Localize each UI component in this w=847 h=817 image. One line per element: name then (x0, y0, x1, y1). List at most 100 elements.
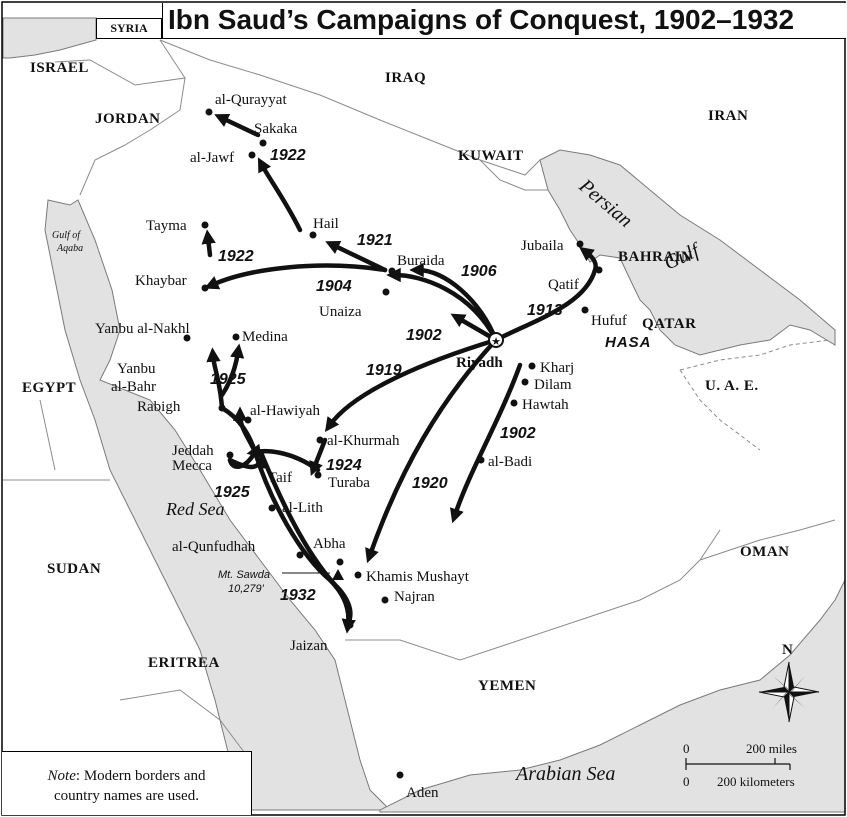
year-1925-north: 1925 (210, 371, 247, 388)
border-eritrea (119, 689, 251, 761)
border-iraq (159, 39, 541, 176)
label-qurayyat: al-Qurayyat (215, 92, 287, 108)
border-jordan (54, 59, 186, 196)
year-1913: 1913 (527, 302, 563, 319)
city-dot-lith (268, 504, 276, 512)
border-oman (699, 519, 836, 561)
compass-rose-icon (758, 661, 820, 723)
border-kuwait (479, 159, 548, 191)
note-line1: : Modern borders and (75, 768, 206, 784)
label-hufuf: Hufuf (591, 313, 627, 329)
city-dot-jubaila (576, 240, 584, 248)
city-dot-mecca (251, 448, 259, 456)
title-box (162, 3, 846, 39)
country-iran: IRAN (708, 108, 748, 124)
capital-star-icon: ★ (491, 335, 501, 348)
note-line2: country names are used. (54, 788, 199, 804)
city-dot-khamis (354, 571, 362, 579)
year-1902-south: 1902 (500, 425, 536, 442)
label-jubaila: Jubaila (521, 238, 564, 254)
country-oman: OMAN (740, 544, 790, 560)
label-sakaka: Sakaka (254, 121, 298, 137)
border-southeast-dashed (679, 369, 761, 451)
city-dot-khurmah (316, 436, 324, 444)
label-unaiza: Unaiza (319, 304, 362, 320)
scale-zero-top: 0 (683, 741, 690, 756)
city-dot-taif (260, 461, 268, 469)
label-khamis: Khamis Mushayt (366, 569, 470, 585)
scale-zero-bottom: 0 (683, 774, 690, 789)
city-dot-riyadh (488, 332, 504, 348)
sea-aqaba-1: Gulf of (52, 230, 81, 241)
label-mt-sawda: Mt. Sawda (218, 569, 270, 581)
year-1932: 1932 (280, 587, 316, 604)
country-israel: ISRAEL (30, 60, 89, 76)
label-dilam: Dilam (534, 377, 572, 393)
city-dot-khaybar (201, 284, 209, 292)
label-mt-sawda-elevation: 10,279' (228, 583, 265, 595)
label-lith: al-Lith (282, 500, 323, 516)
label-taif: Taif (268, 470, 292, 486)
country-kuwait: KUWAIT (458, 148, 524, 164)
campaign-routes (201, 113, 598, 634)
red-sea (44, 199, 392, 811)
year-1919: 1919 (366, 362, 402, 379)
city-dot-kharj (528, 362, 536, 370)
city-dot-qurayyat (205, 108, 213, 116)
city-dot-medina (232, 333, 240, 341)
country-eritrea: ERITREA (148, 655, 220, 671)
city-dot-badi (477, 456, 485, 464)
country-yemen: YEMEN (478, 678, 536, 694)
label-aden: Aden (406, 785, 439, 801)
label-jaizan: Jaizan (290, 638, 328, 654)
label-buraida: Buraida (397, 253, 445, 269)
year-1925-south: 1925 (214, 484, 251, 501)
border-uae-dashed (679, 339, 831, 371)
label-khurmah: al-Khurmah (327, 433, 400, 449)
border-egypt-west (39, 399, 56, 471)
year-1922-jawf: 1922 (270, 147, 306, 164)
label-hawiyah: al-Hawiyah (250, 403, 320, 419)
year-1904: 1904 (316, 278, 352, 295)
page-title: Ibn Saud’s Campaigns of Conquest, 1902–1… (168, 4, 795, 35)
mountain-icon (332, 569, 344, 580)
city-dot-dilam (521, 378, 529, 386)
city-dot-jeddah (226, 451, 234, 459)
year-1920: 1920 (412, 475, 448, 492)
note-label: Note (47, 768, 76, 784)
label-yanbu-nakhl: Yanbu al-Nakhl (95, 321, 190, 337)
city-dot-qunfudhah (296, 551, 304, 559)
country-iraq: IRAQ (385, 70, 426, 86)
country-syria: SYRIA (96, 18, 162, 39)
city-dot-jaizan (346, 621, 354, 629)
scale-miles: 200 miles (746, 741, 797, 756)
label-badi: al-Badi (488, 454, 532, 470)
city-dot-abha (336, 558, 344, 566)
label-khaybar: Khaybar (135, 273, 187, 289)
note-box: Note: Modern borders and country names a… (2, 751, 252, 815)
label-qunfudhah: al-Qunfudhah (172, 539, 256, 555)
country-uae: U. A. E. (705, 378, 759, 394)
label-najran: Najran (394, 589, 435, 605)
compass-north-label: N (782, 642, 793, 658)
city-dot-tayma (201, 221, 209, 229)
label-turaba: Turaba (328, 475, 370, 491)
scale-km: 200 kilometers (717, 774, 795, 789)
sea-red-sea: Red Sea (165, 499, 224, 519)
city-dot-hawiyah (244, 416, 252, 424)
year-1924: 1924 (326, 457, 362, 474)
country-egypt: EGYPT (22, 380, 76, 396)
city-dot-qatif (595, 266, 603, 274)
label-yanbu-bahr-1: Yanbu (117, 361, 156, 377)
city-dot-najran (381, 596, 389, 604)
city-dot-rabigh (218, 404, 226, 412)
label-tayma: Tayma (146, 218, 187, 234)
sea-arabian-sea: Arabian Sea (514, 763, 615, 785)
city-dots: ★ (183, 108, 603, 779)
city-dot-aden (396, 771, 404, 779)
border-yemen (345, 529, 721, 661)
year-1921: 1921 (357, 232, 393, 249)
city-dot-unaiza (382, 288, 390, 296)
